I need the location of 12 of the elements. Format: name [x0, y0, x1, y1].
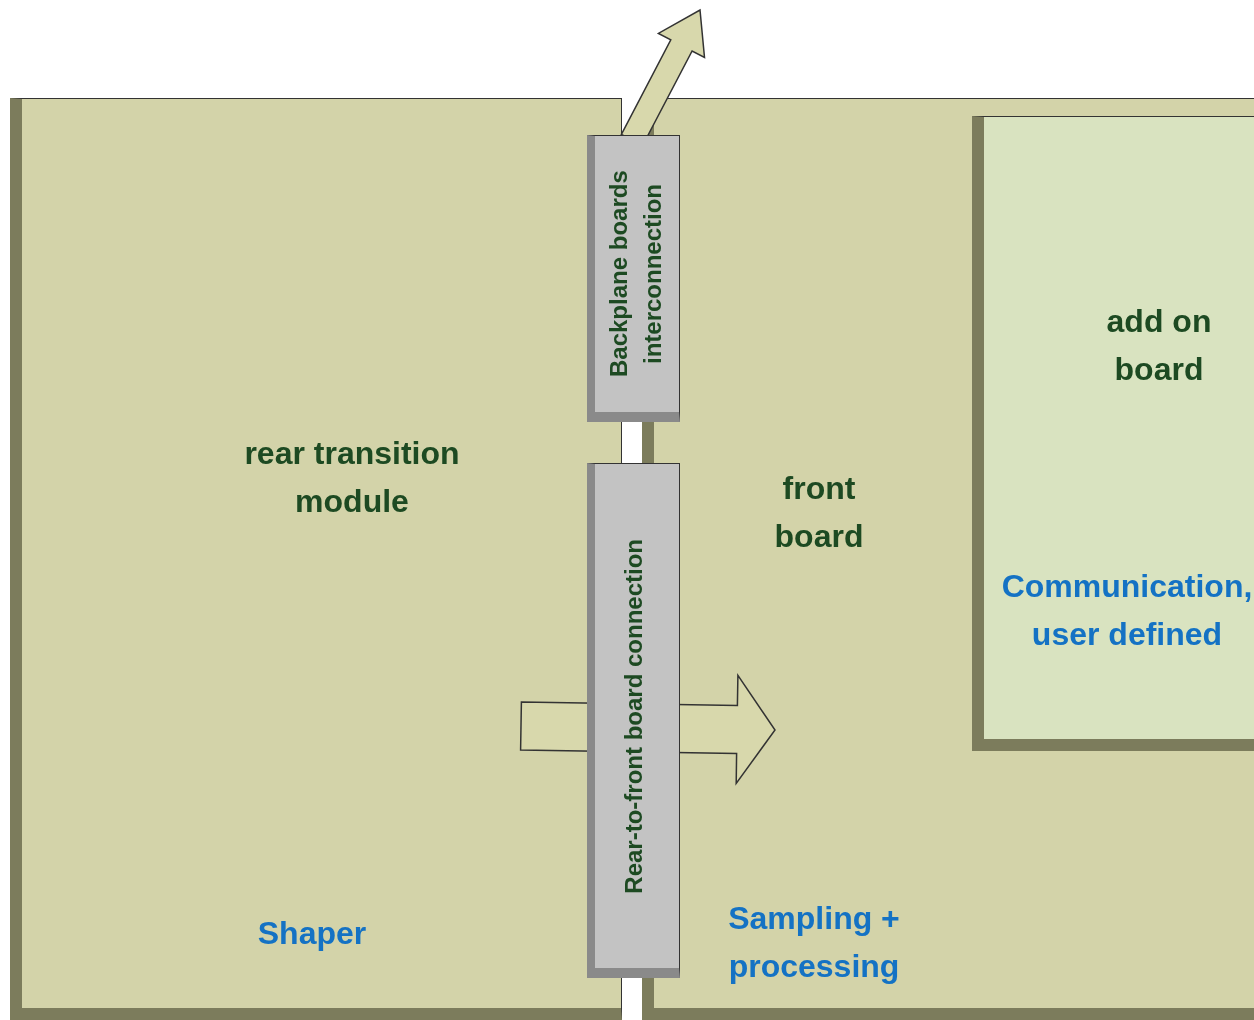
connector-label: Backplane boards interconnection: [604, 169, 667, 380]
function-label: Communication, user defined: [1000, 567, 1254, 654]
board-panel: [642, 98, 1254, 1020]
board-title: rear transition module: [243, 434, 461, 521]
function-label: Shaper: [256, 914, 368, 953]
board-panel: [972, 116, 1254, 751]
board-title: front board: [773, 469, 865, 556]
connector-bar: [587, 135, 680, 422]
connector-bar: [587, 463, 680, 978]
function-label: Sampling + processing: [727, 899, 901, 986]
board-title: add on board: [1105, 302, 1213, 389]
connector-label: Rear-to-front board connection: [619, 538, 648, 894]
